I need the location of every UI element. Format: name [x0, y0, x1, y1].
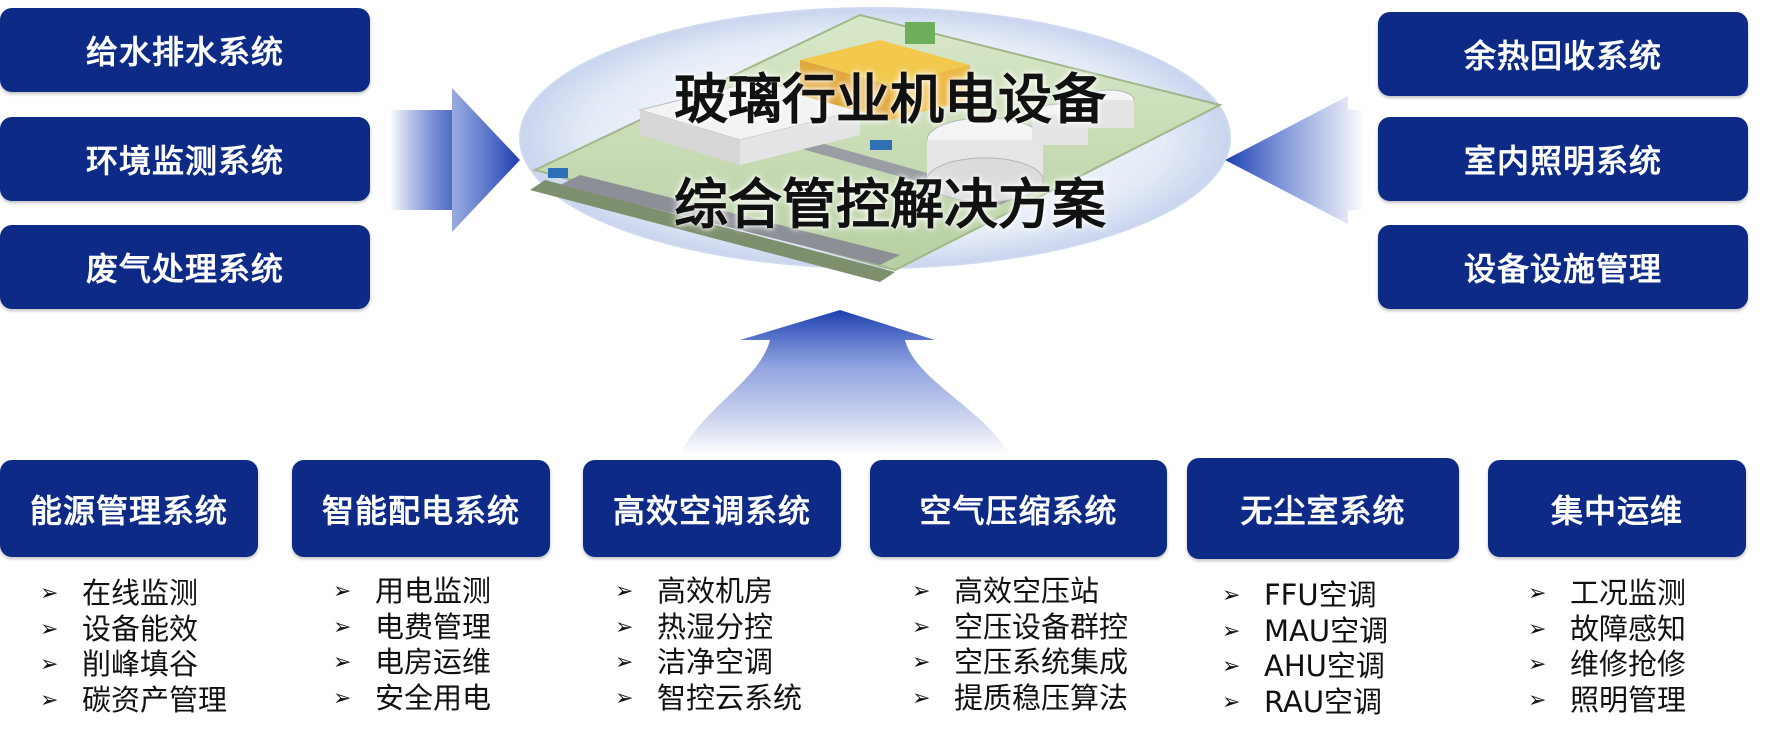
- bullet-arrow-icon: ➢: [1528, 687, 1547, 713]
- operations-feature-list: ➢工况监测 ➢故障感知 ➢维修抢修 ➢照明管理: [1528, 576, 1686, 718]
- list-item: ➢AHU空调: [1222, 649, 1385, 683]
- bullet-arrow-icon: ➢: [40, 687, 59, 713]
- bottom-system-compressed-air: 空气压缩系统: [870, 460, 1167, 557]
- right-system-heat-recovery: 余热回收系统: [1378, 12, 1748, 96]
- right-system-facility: 设备设施管理: [1378, 225, 1748, 309]
- list-item: ➢削峰填谷: [40, 647, 199, 681]
- bullet-arrow-icon: ➢: [1528, 616, 1547, 642]
- energy-feature-list: ➢在线监测 ➢设备能效 ➢削峰填谷 ➢碳资产管理: [40, 576, 227, 718]
- bottom-system-cleanroom: 无尘室系统: [1187, 458, 1459, 559]
- factory-illustration: [519, 7, 1231, 282]
- bullet-arrow-icon: ➢: [615, 614, 634, 640]
- bottom-system-operations: 集中运维: [1488, 460, 1746, 557]
- bullet-arrow-icon: ➢: [912, 650, 931, 675]
- bottom-system-energy: 能源管理系统: [0, 460, 258, 557]
- bottom-system-hvac: 高效空调系统: [583, 460, 841, 557]
- left-system-water: 给水排水系统: [0, 8, 370, 92]
- compressed-air-feature-list: ➢高效空压站 ➢空压设备群控 ➢空压系统集成 ➢提质稳压算法: [912, 574, 1128, 716]
- bullet-arrow-icon: ➢: [40, 652, 59, 677]
- left-system-exhaust: 废气处理系统: [0, 225, 370, 309]
- list-item: ➢空压系统集成: [912, 645, 1129, 679]
- right-system-lighting: 室内照明系统: [1378, 117, 1748, 201]
- list-item: ➢热湿分控: [615, 609, 774, 644]
- list-item: ➢用电监测: [333, 574, 492, 608]
- bullet-arrow-icon: ➢: [615, 685, 634, 711]
- list-item: ➢照明管理: [1528, 682, 1687, 717]
- solution-title-line2: 综合管控解决方案: [674, 173, 1106, 236]
- list-item: ➢提质稳压算法: [912, 680, 1129, 715]
- bullet-arrow-icon: ➢: [40, 616, 59, 642]
- bullet-arrow-icon: ➢: [333, 614, 352, 640]
- bullet-arrow-icon: ➢: [40, 581, 59, 606]
- bullet-arrow-icon: ➢: [615, 579, 634, 604]
- solution-title-line1: 玻璃行业机电设备: [674, 68, 1106, 131]
- list-item: ➢电房运维: [333, 645, 492, 679]
- bottom-system-power: 智能配电系统: [292, 460, 550, 557]
- bullet-arrow-icon: ➢: [1528, 581, 1547, 606]
- bullet-arrow-icon: ➢: [333, 685, 352, 711]
- list-item: ➢智控云系统: [615, 680, 803, 715]
- bullet-arrow-icon: ➢: [615, 650, 634, 675]
- hvac-feature-list: ➢高效机房 ➢热湿分控 ➢洁净空调 ➢智控云系统: [615, 574, 802, 716]
- list-item: ➢设备能效: [40, 611, 199, 646]
- list-item: ➢工况监测: [1528, 576, 1687, 610]
- list-item: ➢MAU空调: [1222, 613, 1389, 648]
- right-arrow: [1225, 96, 1365, 224]
- bullet-arrow-icon: ➢: [1222, 618, 1241, 644]
- list-item: ➢故障感知: [1528, 611, 1687, 646]
- list-item: ➢空压设备群控: [912, 609, 1129, 644]
- list-item: ➢洁净空调: [615, 645, 774, 679]
- list-item: ➢在线监测: [40, 576, 199, 610]
- bullet-arrow-icon: ➢: [1222, 583, 1241, 608]
- bullet-arrow-icon: ➢: [333, 579, 352, 604]
- bullet-arrow-icon: ➢: [1222, 654, 1241, 679]
- list-item: ➢碳资产管理: [40, 682, 228, 717]
- list-item: ➢RAU空调: [1222, 684, 1383, 719]
- bullet-arrow-icon: ➢: [912, 579, 931, 604]
- list-item: ➢安全用电: [333, 680, 492, 715]
- bullet-arrow-icon: ➢: [333, 650, 352, 675]
- list-item: ➢维修抢修: [1528, 647, 1687, 681]
- list-item: ➢高效空压站: [912, 574, 1100, 608]
- left-system-environment: 环境监测系统: [0, 117, 370, 201]
- list-item: ➢FFU空调: [1222, 578, 1377, 612]
- up-arrow: [680, 310, 1010, 455]
- list-item: ➢高效机房: [615, 574, 774, 608]
- power-feature-list: ➢用电监测 ➢电费管理 ➢电房运维 ➢安全用电: [333, 574, 491, 716]
- bullet-arrow-icon: ➢: [1528, 652, 1547, 677]
- bullet-arrow-icon: ➢: [1222, 689, 1241, 715]
- bullet-arrow-icon: ➢: [912, 685, 931, 711]
- left-arrow: [390, 88, 520, 232]
- bullet-arrow-icon: ➢: [912, 614, 931, 640]
- cleanroom-feature-list: ➢FFU空调 ➢MAU空调 ➢AHU空调 ➢RAU空调: [1222, 578, 1388, 720]
- list-item: ➢电费管理: [333, 609, 492, 644]
